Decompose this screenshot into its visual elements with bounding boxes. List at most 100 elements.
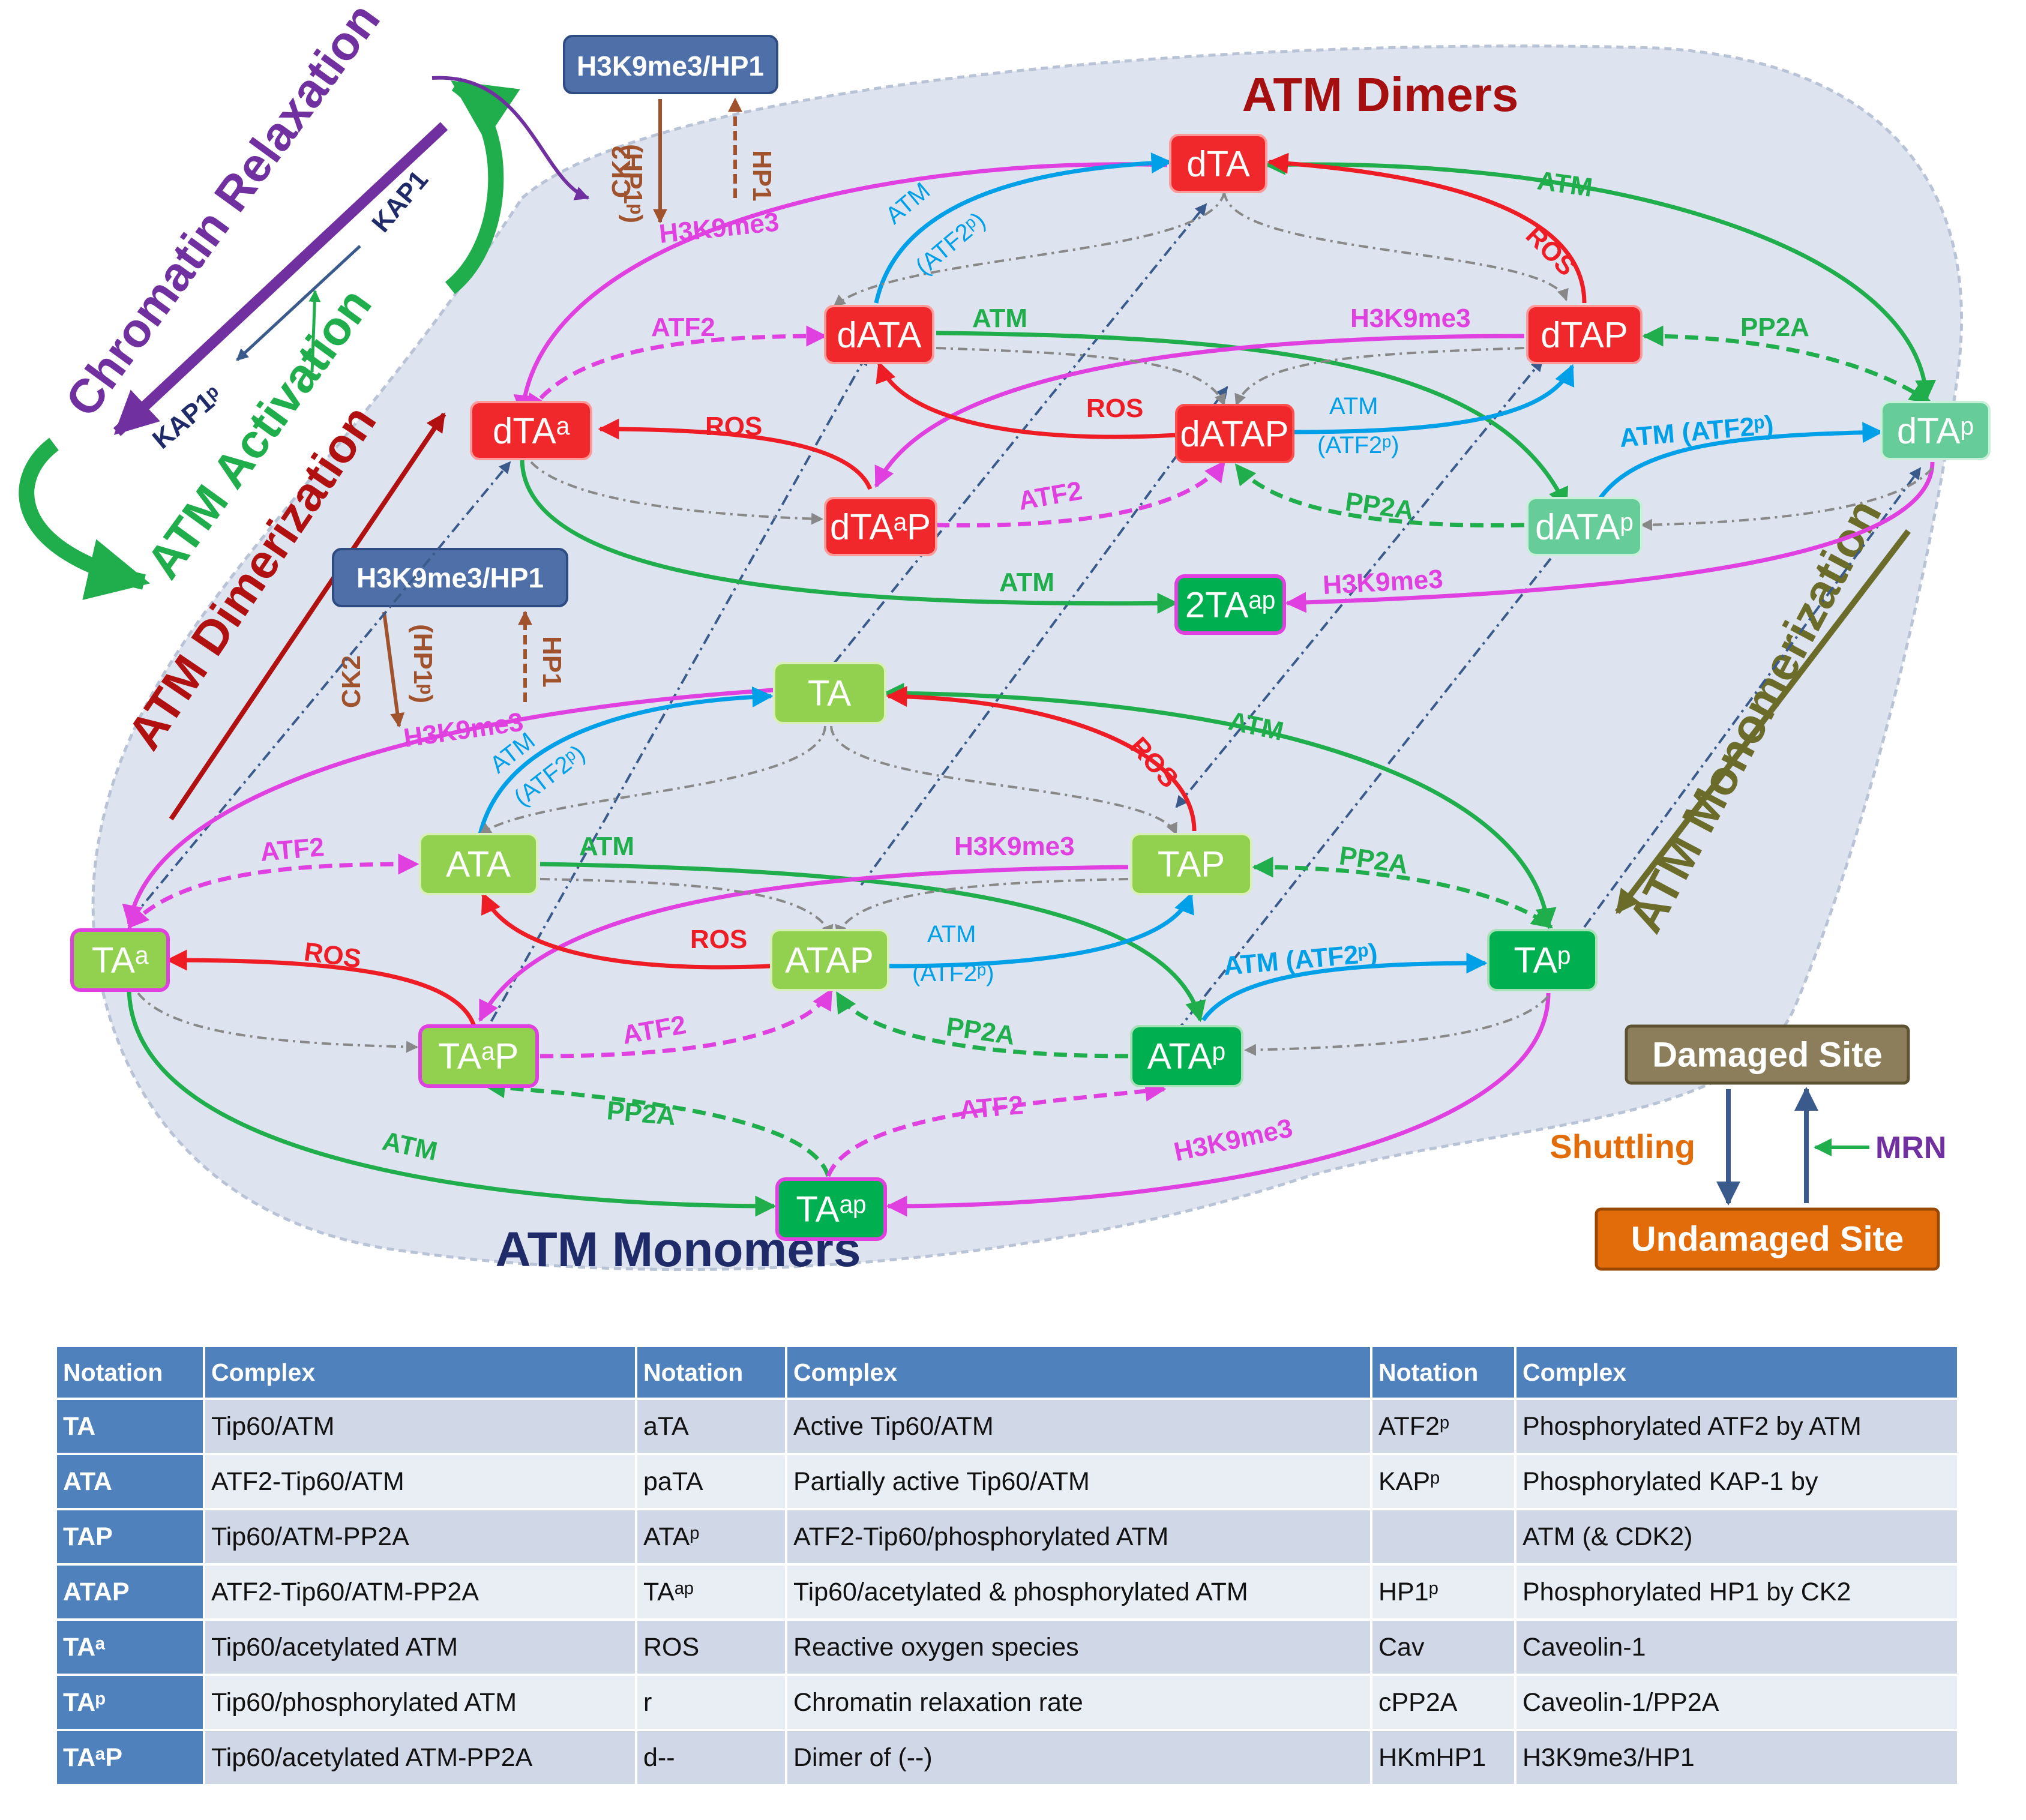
table-cell: Tip60/ATM xyxy=(204,1398,637,1454)
table-cell: Cav xyxy=(1371,1618,1516,1675)
svg-text:H3K9me3: H3K9me3 xyxy=(1350,304,1471,333)
node-TA[interactable]: TA xyxy=(773,662,886,724)
table-header-cell: Notation xyxy=(57,1347,205,1399)
node-dTA[interactable]: dTA xyxy=(1169,134,1267,193)
site-legend: Damaged Site Undamaged Site Shuttling MR… xyxy=(1550,1024,1946,1271)
table-cell: Phosphorylated ATF2 by ATM xyxy=(1515,1398,1959,1454)
node-TAp[interactable]: TAᵖ xyxy=(1487,929,1598,991)
table-cell: Tip60/phosphorylated ATM xyxy=(204,1674,637,1730)
svg-text:ATM: ATM xyxy=(1329,393,1378,419)
node-TAa[interactable]: TAᵃ xyxy=(70,928,170,992)
node-ATAP[interactable]: ATAP xyxy=(770,929,889,991)
node-ATA[interactable]: ATA xyxy=(419,833,538,895)
table-cell: ATF2ᵖ xyxy=(1371,1398,1516,1454)
table-cell: Tip60/ATM-PP2A xyxy=(204,1508,637,1564)
svg-text:ATF2: ATF2 xyxy=(259,832,326,867)
svg-text:(ATF2ᵖ): (ATF2ᵖ) xyxy=(1317,432,1399,458)
monomer-nodes: TA ATA TAP TAᵃ ATAP TAᵖ TAᵃP ATAᵖ TAᵃᵖ xyxy=(70,662,1598,1241)
svg-text:ATF2: ATF2 xyxy=(651,313,715,342)
svg-text:CK2: CK2 xyxy=(607,145,636,198)
svg-text:ATA: ATA xyxy=(446,844,511,884)
table-cell: TAᵃᵖ xyxy=(636,1563,787,1620)
node-TAaP[interactable]: TAᵃP xyxy=(418,1024,539,1088)
table-header-cell: Complex xyxy=(1515,1347,1959,1399)
table-row: ATAP ATF2-Tip60/ATM-PP2A TAᵃᵖ Tip60/acet… xyxy=(57,1563,1959,1620)
table-cell: ATF2-Tip60/ATM xyxy=(204,1453,637,1509)
svg-text:ROS: ROS xyxy=(705,412,762,441)
svg-text:TAᵖ: TAᵖ xyxy=(1514,940,1571,981)
undamaged-site-box xyxy=(1595,1207,1940,1271)
svg-text:ATM: ATM xyxy=(579,832,634,861)
svg-text:dTA: dTA xyxy=(1186,144,1250,184)
svg-text:PP2A: PP2A xyxy=(606,1096,677,1131)
svg-text:dTAᵖ: dTAᵖ xyxy=(1897,411,1974,451)
table-cell: d-- xyxy=(636,1729,787,1784)
svg-text:ATAᵖ: ATAᵖ xyxy=(1147,1036,1225,1077)
kap1-label: KAP1 xyxy=(366,165,434,238)
node-2TAap[interactable]: 2TAᵃᵖ xyxy=(1174,574,1286,635)
table-cell: Dimer of (--) xyxy=(786,1729,1372,1784)
mrn-label: MRN xyxy=(1875,1131,1946,1165)
table-row: TAᵃP Tip60/acetylated ATM-PP2A d-- Dimer… xyxy=(57,1729,1959,1784)
node-ATAp[interactable]: ATAᵖ xyxy=(1130,1025,1243,1087)
table-cell: Tip60/acetylated & phosphorylated ATM xyxy=(786,1563,1372,1620)
table-header-cell: Notation xyxy=(1371,1347,1516,1399)
h3k9me3-hp1-box-top: H3K9me3/HP1 CK2 (HP1ᵖ) HP1 xyxy=(563,35,778,224)
node-TAap[interactable]: TAᵃᵖ xyxy=(775,1177,887,1241)
table-cell: r xyxy=(636,1674,787,1730)
node-dTAp[interactable]: dTAᵖ xyxy=(1880,401,1991,460)
svg-text:H3K9me3: H3K9me3 xyxy=(954,832,1075,861)
svg-text:dTAP: dTAP xyxy=(1541,315,1628,355)
table-cell: paTA xyxy=(636,1453,787,1509)
table-cell: Active Tip60/ATM xyxy=(786,1398,1372,1454)
damaged-site-box xyxy=(1625,1024,1910,1085)
svg-text:dTAᵃ: dTAᵃ xyxy=(493,411,570,451)
svg-text:HP1: HP1 xyxy=(747,150,777,202)
node-TAP[interactable]: TAP xyxy=(1130,833,1252,895)
svg-text:dATA: dATA xyxy=(837,315,921,355)
table-cell: KAPᵖ xyxy=(1371,1453,1516,1509)
svg-text:CK2: CK2 xyxy=(337,655,366,708)
atm-network-diagram: ATM Dimers ATM Monomers Chromatin Relaxa… xyxy=(19,0,1991,1277)
table-cell: ATA xyxy=(57,1453,205,1509)
svg-text:ATF2: ATF2 xyxy=(958,1090,1025,1125)
table-cell: Chromatin relaxation rate xyxy=(786,1674,1372,1730)
dimer-nodes: dTA dATA dTAP dTAᵃ dATAP dTAᵖ dTAᵃP dATA… xyxy=(470,134,1991,635)
node-dTAaP[interactable]: dTAᵃP xyxy=(824,497,937,556)
svg-text:Undamaged Site: Undamaged Site xyxy=(1631,1220,1904,1259)
chromatin-cycle-arrows xyxy=(19,76,1911,915)
table-cell: Caveolin-1/PP2A xyxy=(1515,1674,1959,1730)
table-header-cell: Complex xyxy=(786,1347,1372,1399)
table-cell: ATAP xyxy=(57,1563,205,1620)
table-cell: ATAᵖ xyxy=(636,1508,787,1564)
svg-text:dATAP: dATAP xyxy=(1180,414,1288,454)
table-cell: Tip60/acetylated ATM xyxy=(204,1618,637,1675)
table-cell: Partially active Tip60/ATM xyxy=(786,1453,1372,1509)
table-cell: Phosphorylated HP1 by CK2 xyxy=(1515,1563,1959,1620)
table-cell: ROS xyxy=(636,1618,787,1675)
table-cell: ATM (& CDK2) xyxy=(1515,1508,1959,1564)
node-dATAp[interactable]: dATAᵖ xyxy=(1526,497,1643,556)
svg-text:H3K9me3/HP1: H3K9me3/HP1 xyxy=(577,50,764,82)
node-dATAP[interactable]: dATAP xyxy=(1175,404,1294,463)
svg-text:2TAᵃᵖ: 2TAᵃᵖ xyxy=(1185,585,1276,625)
table-cell xyxy=(1371,1508,1516,1564)
h3k9me3-hp1-box-middle: H3K9me3/HP1 CK2 (HP1ᵖ) HP1 xyxy=(332,548,568,728)
node-dATA[interactable]: dATA xyxy=(824,305,934,364)
dimer-edges xyxy=(513,152,1937,614)
node-dTAa[interactable]: dTAᵃ xyxy=(470,401,592,460)
table-cell: HP1ᵖ xyxy=(1371,1563,1516,1620)
svg-text:dATAᵖ: dATAᵖ xyxy=(1535,507,1634,547)
table-cell: cPP2A xyxy=(1371,1674,1516,1730)
table-cell: Phosphorylated KAP-1 by xyxy=(1515,1453,1959,1509)
node-dTAP[interactable]: dTAP xyxy=(1526,305,1643,364)
table-row: TAP Tip60/ATM-PP2A ATAᵖ ATF2-Tip60/phosp… xyxy=(57,1508,1959,1564)
table-cell: TA xyxy=(57,1398,205,1454)
svg-text:dTAᵃP: dTAᵃP xyxy=(830,507,931,547)
svg-text:TAP: TAP xyxy=(1158,844,1225,884)
svg-text:H3K9me3: H3K9me3 xyxy=(1322,565,1444,600)
table-cell: TAP xyxy=(57,1508,205,1564)
table-cell: TAᵃ xyxy=(57,1618,205,1675)
svg-text:Damaged Site: Damaged Site xyxy=(1652,1036,1883,1075)
table-header-cell: Notation xyxy=(636,1347,787,1399)
